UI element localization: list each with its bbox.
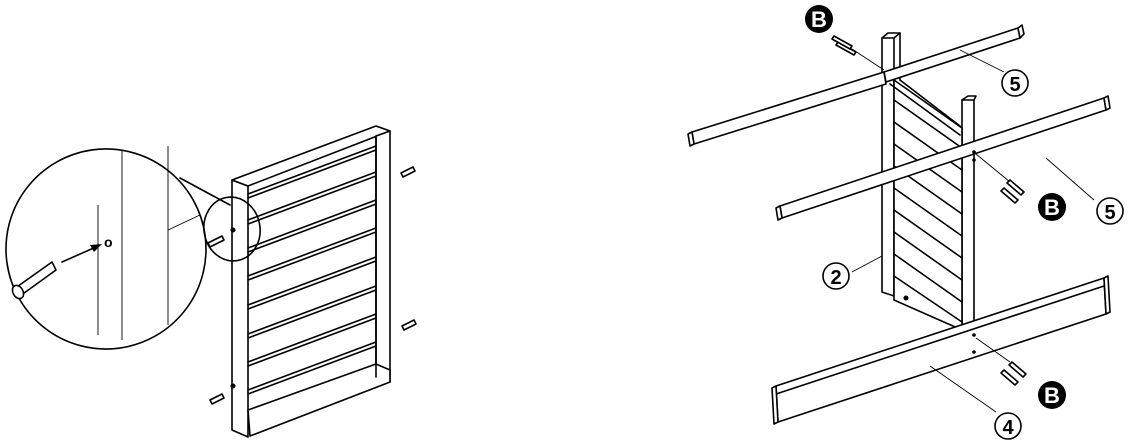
label-5-mid: 5 xyxy=(1104,202,1115,224)
panel-right-stile xyxy=(375,130,391,383)
side-panel xyxy=(203,125,417,438)
dowel-pin xyxy=(401,319,417,331)
frame-assembly xyxy=(687,24,1111,425)
label-4: 4 xyxy=(1002,417,1014,439)
panel-left-stile xyxy=(231,179,249,438)
label-b-mid: B xyxy=(1044,195,1060,220)
screws-b-bottom xyxy=(972,333,1027,386)
dowel-pin-large xyxy=(11,261,57,300)
label-b-top: B xyxy=(811,7,827,32)
dowel-pin xyxy=(207,235,225,248)
magnified-detail: o xyxy=(5,146,231,350)
callout-b-top: B xyxy=(805,5,833,33)
dowel-pin xyxy=(209,393,225,405)
screws-b-mid xyxy=(972,150,1025,204)
rail-top-left xyxy=(691,71,887,145)
insert-arrow xyxy=(61,246,97,263)
board-line xyxy=(167,214,201,231)
dowel-pin xyxy=(400,166,416,178)
leader-2 xyxy=(851,255,883,273)
detail-callout-circle xyxy=(203,196,261,262)
callout-b-bottom: B xyxy=(1038,381,1066,409)
callout-5-mid: 5 xyxy=(1096,197,1124,225)
leader-5-top xyxy=(959,49,1005,73)
callout-2: 2 xyxy=(822,262,850,290)
callout-b-mid: B xyxy=(1038,193,1066,221)
dowel-hole xyxy=(230,383,236,389)
panel-top-rail xyxy=(231,125,391,187)
hole-mark: o xyxy=(104,234,113,250)
callout-4: 4 xyxy=(994,412,1022,440)
label-5-top: 5 xyxy=(1009,74,1020,96)
post-front xyxy=(961,96,975,339)
panel-bottom-rail xyxy=(247,363,391,437)
panel-slats xyxy=(247,145,377,395)
post-back-top xyxy=(881,32,901,39)
arrow-head xyxy=(90,244,102,252)
callout-5-top: 5 xyxy=(1001,69,1029,97)
label-b-bottom: B xyxy=(1044,383,1060,408)
assembled-panel xyxy=(893,79,963,331)
screws-b-top xyxy=(831,35,885,71)
dowel-hole xyxy=(230,227,236,233)
label-2: 2 xyxy=(830,267,841,289)
leader-5-mid xyxy=(1045,157,1095,201)
zoom-connector xyxy=(179,177,231,206)
leader-4 xyxy=(929,365,997,413)
rail-top-back xyxy=(883,27,1021,83)
